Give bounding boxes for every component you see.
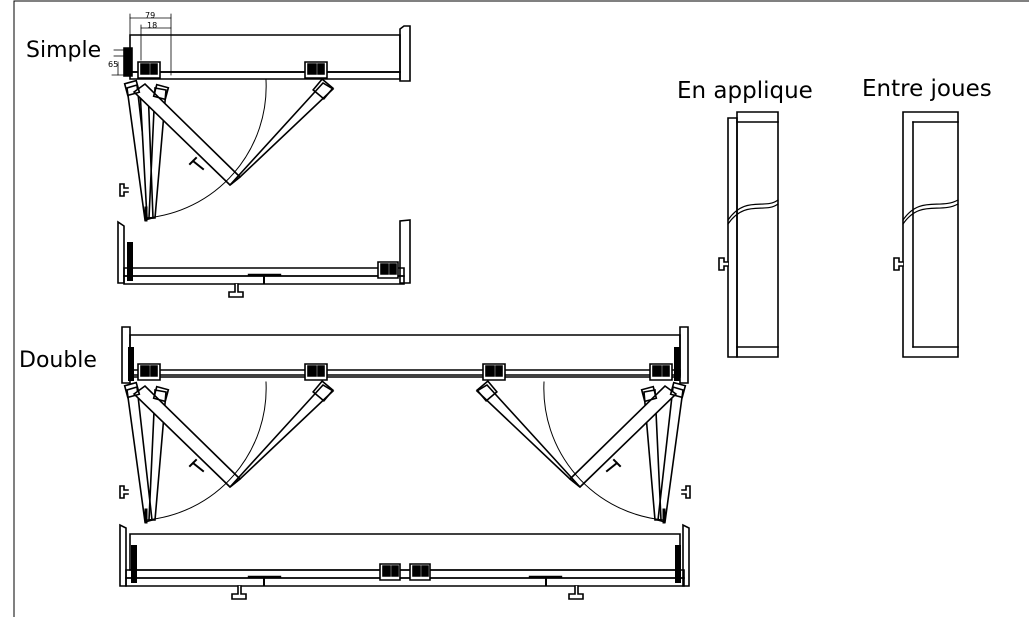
simple-open-door xyxy=(120,79,333,220)
simple-top-cabinet xyxy=(124,26,410,81)
dimension-3: 3 xyxy=(123,50,129,59)
en-applique-drawing xyxy=(719,112,778,357)
double-right-open-door xyxy=(477,381,690,522)
label-double: Double xyxy=(19,348,97,373)
entre-joues-drawing xyxy=(894,112,958,357)
dimension-65: 65 xyxy=(108,60,119,69)
label-en-applique: En applique xyxy=(677,78,813,104)
double-bottom-cabinet xyxy=(120,525,689,599)
dimension-18: 18 xyxy=(147,21,158,30)
double-left-open-door xyxy=(120,381,333,522)
simple-bottom-cabinet xyxy=(118,220,410,297)
label-simple: Simple xyxy=(26,38,102,63)
dimension-79: 79 xyxy=(145,11,156,20)
label-entre-joues: Entre joues xyxy=(862,76,992,102)
double-top-cabinet xyxy=(122,327,688,383)
